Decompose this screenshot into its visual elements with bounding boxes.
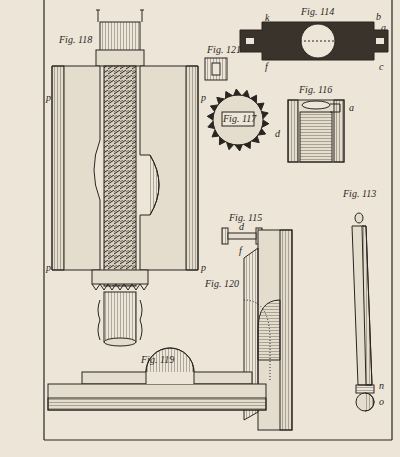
gear-tooth [244,142,251,149]
gear-tooth [257,103,264,110]
part-letter: p [45,262,52,273]
gear-tooth [235,145,242,151]
figure-label: Fig. 121 [206,44,242,55]
gear-tooth [251,95,257,103]
part-letter: a [348,102,355,113]
part-letter: f [238,245,243,256]
fig-116-cylinder [288,100,344,162]
gear-tooth [226,91,233,98]
part-letter: o [378,396,385,407]
gear-tooth [234,89,241,95]
gear-tooth [212,130,219,137]
part-letter: n [378,380,385,391]
figure-label: Fig. 115 [228,212,263,223]
part-letter: p [200,92,207,103]
gear-tooth [208,121,215,128]
fig-119-plate [48,348,266,410]
figure-label: Fig. 116 [298,84,333,95]
part-letter: b [375,11,382,22]
part-letter: f [264,61,269,72]
fig-117-gear [207,89,269,151]
figure-label: Fig. 114 [300,6,335,17]
gear-tooth [219,137,225,145]
fig-118-press [52,10,198,346]
gear-tooth [217,97,225,104]
figure-label: Fig. 119 [140,354,175,365]
part-letter: p [45,92,52,103]
part-letter: a [380,22,387,33]
figure-label: Fig. 120 [204,278,240,289]
figure-label: Fig. 113 [342,188,377,199]
part-letter: p [200,262,207,273]
gear-tooth [242,90,249,97]
fig-121-block [205,58,227,80]
part-letter: d [238,221,245,232]
gear-tooth [210,105,218,112]
part-letter: k [264,12,270,23]
gear-tooth [262,120,269,127]
part-letter: c [378,61,384,72]
gear-tooth [252,136,260,143]
gear-tooth [261,111,268,118]
gear-tooth [207,113,214,120]
part-letter: d [274,128,281,139]
figure-label: Fig. 118 [58,34,93,45]
fig-113-rod [352,213,374,411]
figure-label: Fig. 117 [222,113,257,124]
gear-tooth [258,129,266,136]
fig-114-plate [240,22,388,60]
gear-tooth [227,142,234,149]
